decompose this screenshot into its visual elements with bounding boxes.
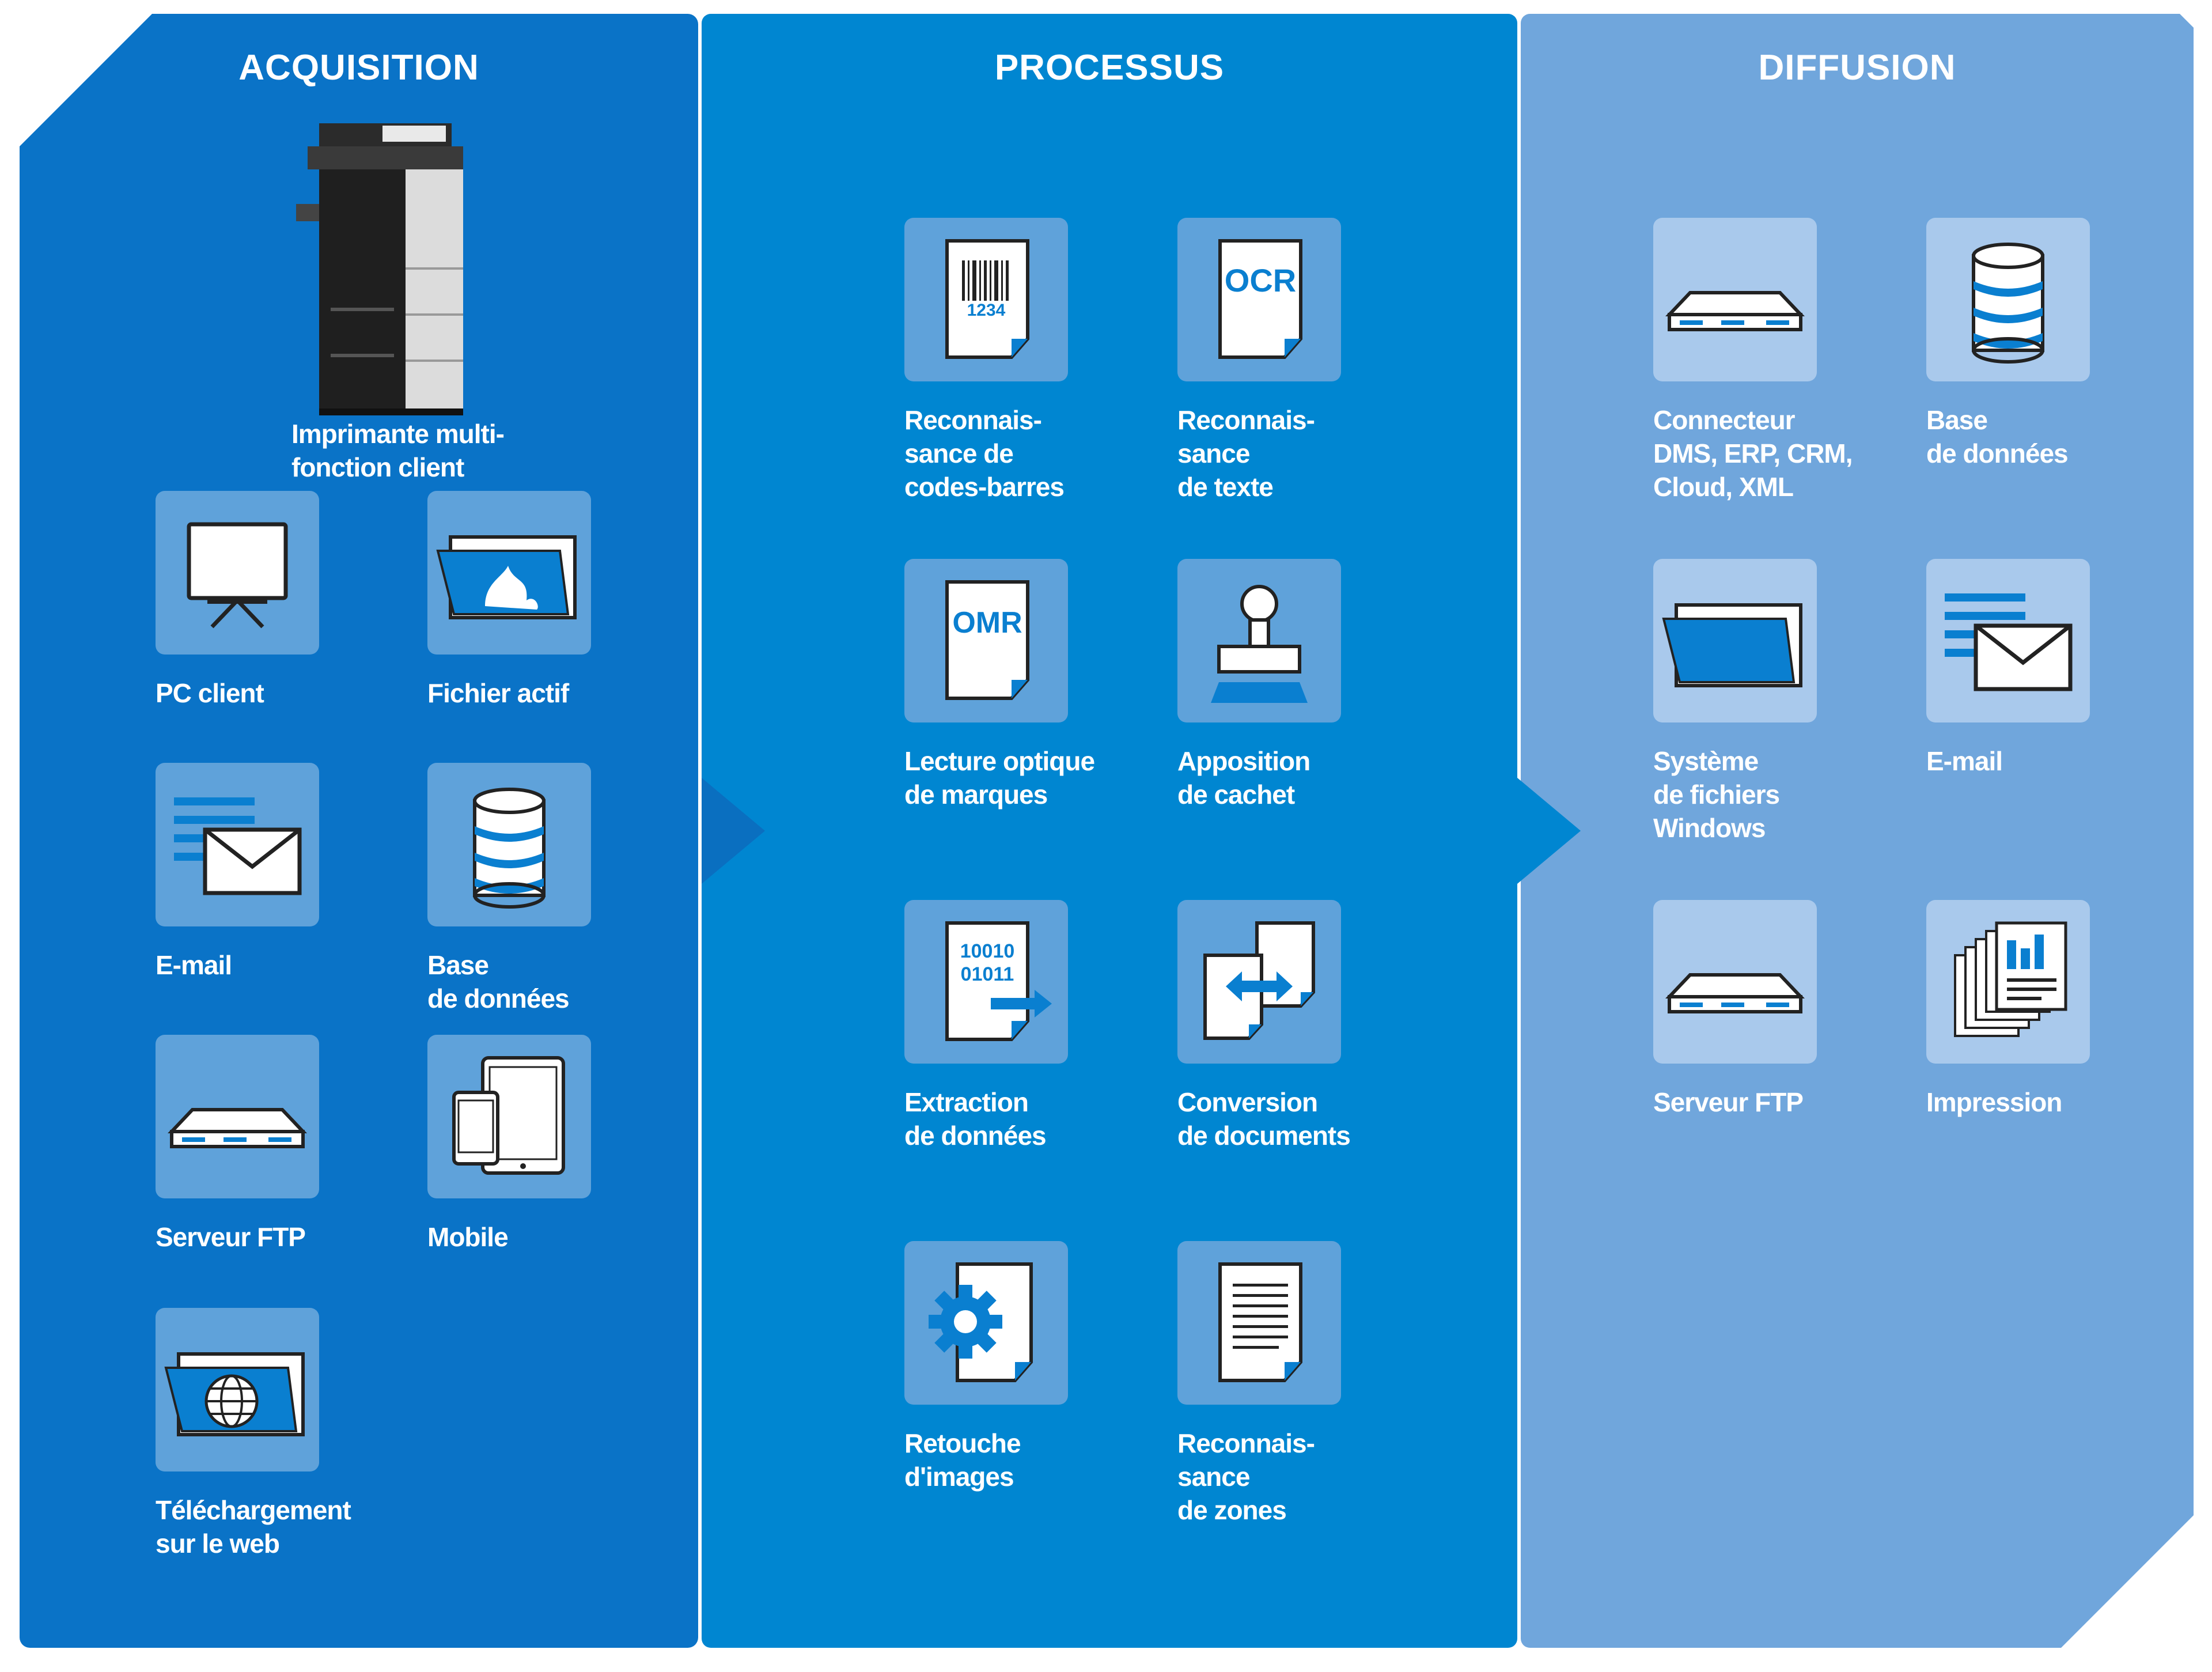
email-icon — [174, 797, 302, 895]
label-stamp: Apposition de cachet — [1177, 746, 1310, 809]
tile-database[interactable] — [427, 763, 591, 926]
stamp-icon — [1211, 585, 1308, 703]
label-web-upload: Téléchargement sur le web — [156, 1495, 351, 1558]
database-icon — [1926, 218, 2090, 381]
mobile-devices-icon — [452, 1056, 565, 1175]
label-text-recognition: Reconnais- sance de texte — [1177, 405, 1315, 502]
processus-title: PROCESSUS — [994, 48, 1225, 88]
data-extraction-icon: 10010 01011 — [945, 921, 1052, 1041]
tile-ftp-server[interactable] — [1653, 900, 1817, 1064]
label-hot-folder: Fichier actif — [427, 678, 569, 708]
folder-icon — [1653, 559, 1817, 722]
print-documents-icon — [1926, 900, 2090, 1064]
tile-pc-client[interactable] — [156, 491, 319, 655]
diffusion-column: DIFFUSION Connecteur DMS, ERP, CRM, Clou… — [1521, 14, 2194, 1648]
svg-text:10010: 10010 — [960, 940, 1015, 962]
mfp-label: Imprimante multi- fonction client — [291, 419, 505, 482]
label-database: Base de données — [427, 950, 570, 1013]
acquisition-column: ACQUISITION Imprimante multi- fonction c… — [20, 14, 698, 1648]
svg-text:OCR: OCR — [1225, 262, 1296, 298]
diffusion-title: DIFFUSION — [1758, 48, 1956, 88]
label-data-extraction: Extraction de données — [904, 1087, 1047, 1151]
server-icon — [1653, 900, 1817, 1064]
svg-text:1234: 1234 — [967, 301, 1006, 320]
label-zone-recognition: Reconnais- sance de zones — [1177, 1428, 1315, 1525]
label-connector: Connecteur DMS, ERP, CRM, Cloud, XML — [1653, 405, 1853, 502]
processus-column: PROCESSUS 1234 Reconnais- sance de codes… — [702, 14, 1517, 1648]
flow-arrow-processus-to-diffusion — [1517, 778, 1581, 884]
document-conversion-icon — [1203, 921, 1315, 1040]
server-icon — [168, 1108, 307, 1148]
tile-hot-folder[interactable] — [427, 491, 591, 655]
acquisition-title: ACQUISITION — [238, 48, 479, 88]
omr-document-icon: OMR — [945, 580, 1029, 700]
label-printing: Impression — [1926, 1087, 2062, 1117]
barcode-document-icon: 1234 — [945, 239, 1029, 359]
tile-zone-recognition[interactable] — [1177, 1241, 1341, 1405]
tile-mobile[interactable] — [427, 1035, 591, 1198]
hot-folder-icon — [436, 535, 577, 619]
tile-ftp-server[interactable] — [156, 1035, 319, 1198]
tile-email[interactable] — [156, 763, 319, 926]
image-processing-icon — [929, 1262, 1033, 1382]
tile-stamp[interactable] — [1177, 559, 1341, 722]
svg-text:01011: 01011 — [961, 963, 1014, 985]
svg-text:OMR: OMR — [952, 606, 1022, 640]
database-icon — [473, 788, 546, 909]
flow-arrow-acquisition-to-processus — [702, 778, 765, 884]
tile-image-processing[interactable] — [904, 1241, 1068, 1405]
label-mobile: Mobile — [427, 1222, 509, 1252]
tile-data-extraction[interactable]: 10010 01011 — [904, 900, 1068, 1064]
label-document-conversion: Conversion de documents — [1177, 1087, 1351, 1151]
tile-connector[interactable] — [1653, 218, 1817, 381]
tile-barcode-recognition[interactable]: 1234 — [904, 218, 1068, 381]
multifunction-printer-icon — [296, 123, 463, 415]
tile-printing[interactable] — [1926, 900, 2090, 1064]
label-ftp-server: Serveur FTP — [1653, 1087, 1803, 1117]
label-ftp-server: Serveur FTP — [156, 1222, 306, 1252]
email-icon — [1926, 559, 2090, 722]
label-pc-client: PC client — [156, 678, 264, 708]
tile-document-conversion[interactable] — [1177, 900, 1341, 1064]
label-email: E-mail — [1926, 746, 2003, 776]
server-icon — [1653, 218, 1817, 381]
tile-database[interactable] — [1926, 218, 2090, 381]
label-omr: Lecture optique de marques — [904, 746, 1095, 809]
tile-text-recognition[interactable]: OCR — [1177, 218, 1341, 381]
label-database: Base de données — [1926, 405, 2068, 468]
tile-windows-filesystem[interactable] — [1653, 559, 1817, 722]
label-windows-filesystem: Système de fichiers Windows — [1653, 746, 1780, 843]
label-email: E-mail — [156, 950, 232, 980]
tile-web-upload[interactable] — [156, 1308, 319, 1471]
web-folder-icon — [164, 1352, 305, 1436]
label-image-processing: Retouche d'images — [904, 1428, 1021, 1492]
tile-omr[interactable]: OMR — [904, 559, 1068, 722]
zone-document-icon — [1218, 1262, 1302, 1382]
tile-email[interactable] — [1926, 559, 2090, 722]
ocr-document-icon: OCR — [1218, 239, 1302, 359]
monitor-icon — [187, 522, 288, 629]
label-barcode-recognition: Reconnais- sance de codes-barres — [904, 405, 1065, 502]
